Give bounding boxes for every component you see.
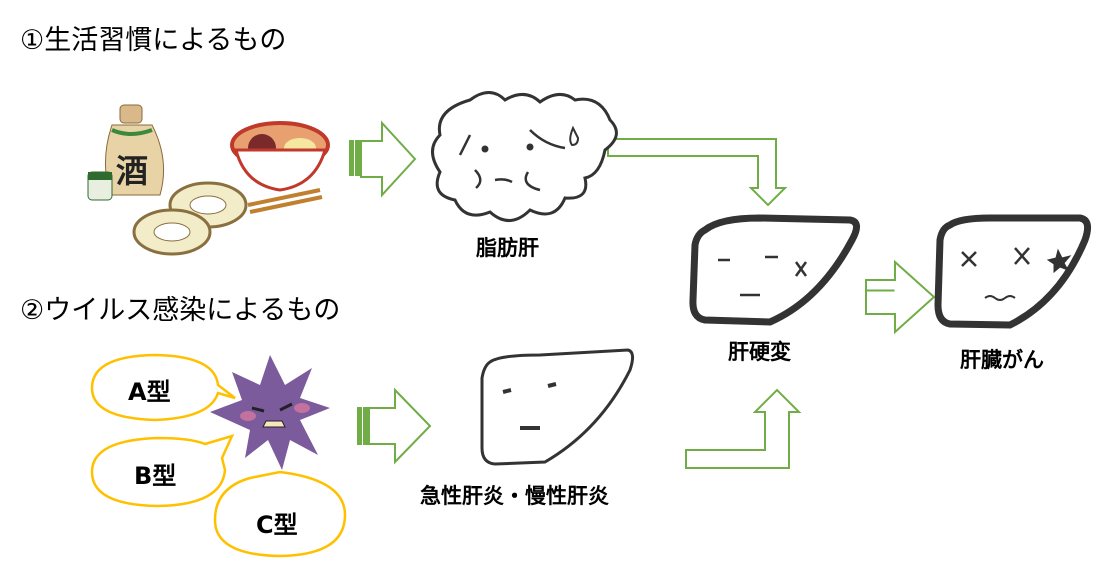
arrow-fatty-to-cirrhosis [607, 138, 788, 207]
bubble-b [90, 434, 235, 508]
ramen-bowl-illustration [230, 121, 330, 214]
fatty-liver-illustration [431, 91, 618, 222]
sake-label: 酒 [116, 152, 148, 190]
arrow-hepatitis-to-cirrhosis [685, 388, 802, 469]
label-cirrhosis: 肝硬変 [728, 340, 791, 364]
virus-type-a: A型 [128, 378, 171, 406]
arrow-cirrhosis-to-cancer [865, 259, 936, 335]
bubble-a [90, 353, 236, 422]
oden-illustration [132, 181, 248, 256]
heading-virus: ②ウイルス感染によるもの [20, 295, 341, 326]
virus-type-c: C型 [256, 511, 298, 539]
label-fatty-liver: 脂肪肝 [476, 236, 539, 260]
virus-type-b: B型 [134, 462, 177, 490]
cirrhosis-liver-illustration [689, 214, 860, 326]
sake-bottle-illustration: 酒 [87, 104, 165, 201]
virus-illustration [210, 355, 330, 470]
label-hepatitis: 急性肝炎・慢性肝炎 [420, 484, 609, 508]
arrow-virus-to-hepatitis [357, 387, 432, 465]
arrow-lifestyle-to-fatty [349, 120, 417, 198]
bubble-c [213, 470, 347, 558]
speech-bubbles [90, 353, 347, 558]
hepatitis-liver-illustration [480, 348, 635, 466]
liver-cancer-illustration [934, 214, 1092, 329]
label-liver-cancer: 肝臓がん [960, 348, 1044, 372]
heading-lifestyle: ①生活習慣によるもの [20, 25, 287, 56]
